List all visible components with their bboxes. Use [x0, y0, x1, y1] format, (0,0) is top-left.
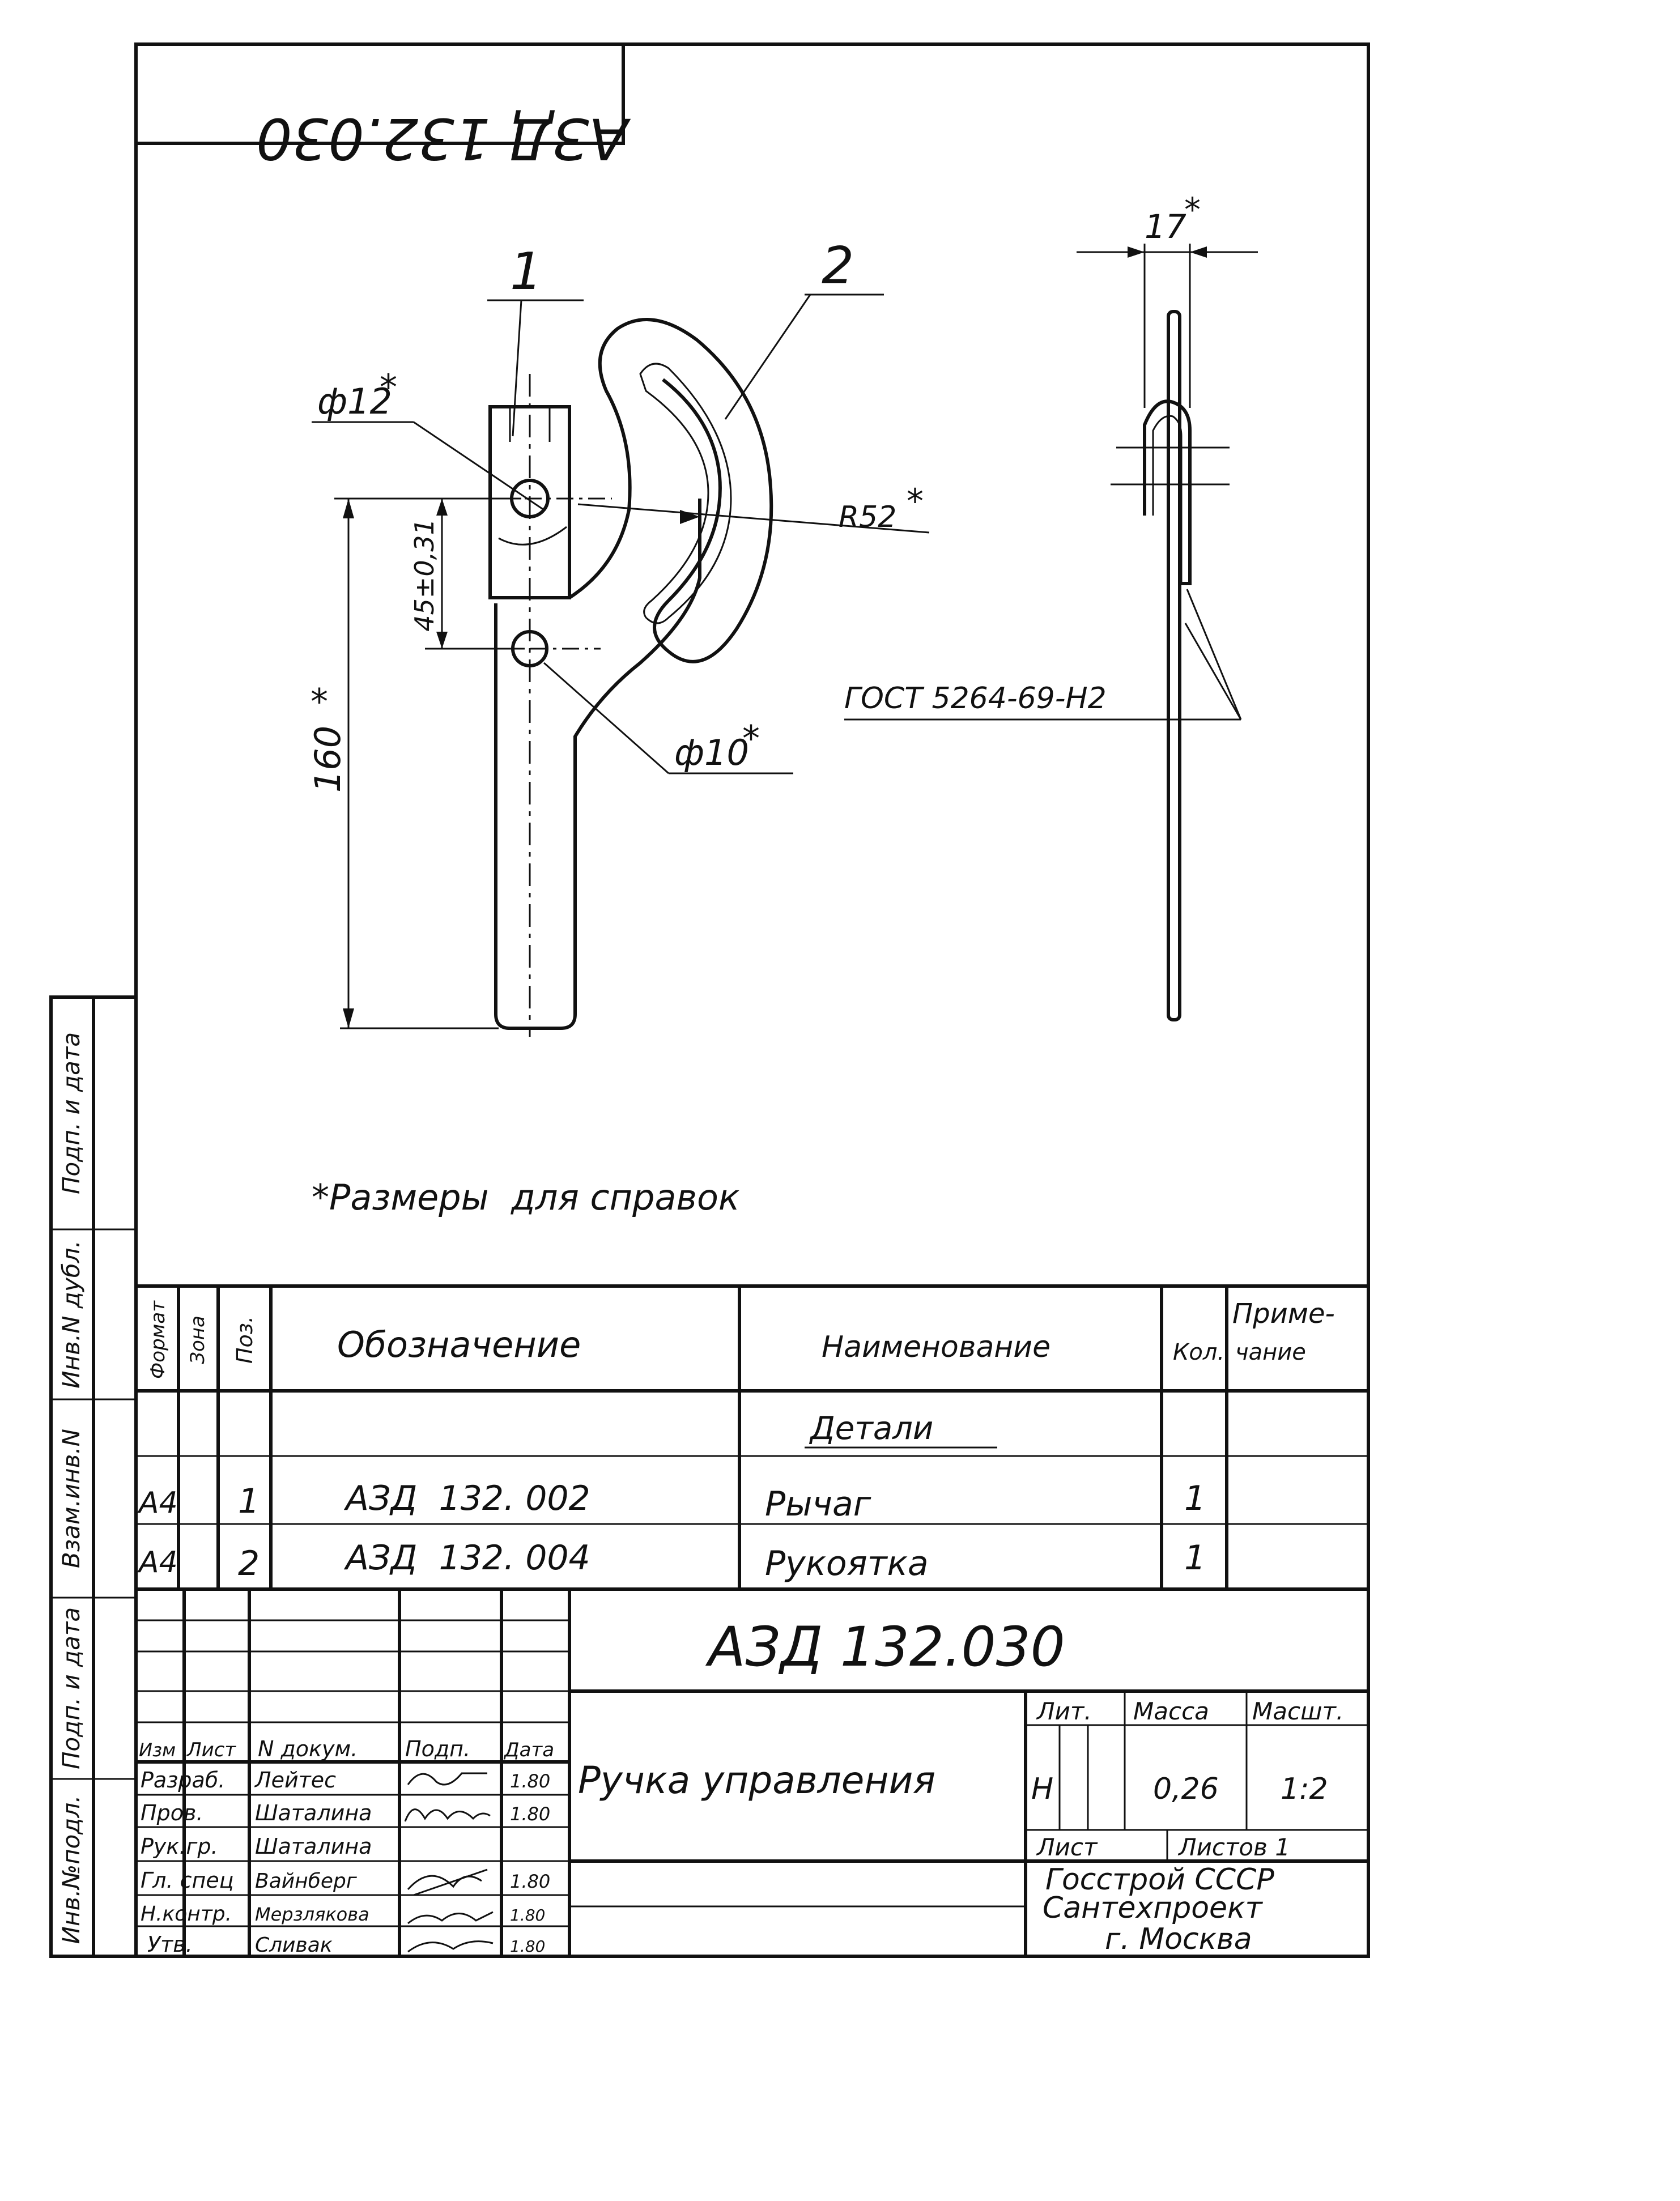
- role-3: Рук.гр.: [141, 1834, 218, 1859]
- org-line-3: г. Москва: [1105, 1922, 1252, 1956]
- dim-d10-label: ф10: [674, 732, 749, 773]
- gost-label: ГОСТ 5264-69-Н2: [844, 682, 1107, 716]
- massa-label: Масса: [1133, 1697, 1209, 1725]
- main-view-dimensions: 1 2 ф12 * R52 * 45±0,31 160 * ф10 *: [307, 236, 930, 1029]
- spec-header-format: Формат: [147, 1300, 169, 1379]
- spec-row-1-code: АЗД 132. 002: [343, 1479, 590, 1518]
- dim-d12-label: ф12: [317, 381, 392, 422]
- spec-row-1-qty: 1: [1184, 1479, 1206, 1518]
- title-col-data: Дата: [503, 1739, 554, 1761]
- masshtab-label: Масшт.: [1252, 1697, 1343, 1725]
- spec-row-2-format: А4: [137, 1546, 178, 1580]
- spec-row-2-qty: 1: [1184, 1538, 1206, 1578]
- role-5-date: 1.80: [510, 1906, 545, 1925]
- role-2-date: 1.80: [510, 1803, 550, 1825]
- side-view: 17 * ГОСТ 5264-69-Н2: [844, 190, 1258, 1021]
- title-col-podp: Подп.: [405, 1736, 470, 1761]
- spec-header-primechanie-1: Приме-: [1232, 1298, 1335, 1330]
- dim-d10-star: *: [742, 718, 760, 759]
- main-view: [488, 318, 773, 1037]
- spec-row-1-poz: 1: [238, 1481, 260, 1521]
- leader-2-label: 2: [822, 236, 854, 296]
- spec-row-2-code: АЗД 132. 004: [343, 1538, 590, 1578]
- org-line-2: Сантехпроект: [1043, 1891, 1263, 1925]
- role-1: Разраб.: [141, 1768, 225, 1793]
- lit-value: Н: [1031, 1772, 1053, 1806]
- side-label-vzam-inv: Взам.инв.N: [57, 1429, 85, 1568]
- role-4: Гл. спец: [141, 1868, 234, 1893]
- title-col-izm: Изм: [139, 1739, 176, 1761]
- dim-160-label: 160: [307, 726, 348, 793]
- title-block: АЗД 132.030 Ручка управления Изм Лист N …: [136, 1589, 1368, 1957]
- masshtab-value: 1:2: [1281, 1772, 1328, 1806]
- dim-17-label: 17: [1145, 207, 1186, 246]
- role-5-name: Мерзлякова: [255, 1904, 369, 1925]
- dim-17-star: *: [1184, 190, 1201, 229]
- org-line-1: Госстрой СССР: [1045, 1863, 1274, 1897]
- dim-r52-label: R52: [839, 500, 896, 534]
- spec-row-2-poz: 2: [238, 1544, 260, 1583]
- side-strip: Подп. и дата Инв.N дубл. Взам.инв.N Подп…: [49, 995, 138, 1958]
- hook-outline: [568, 318, 773, 663]
- title-col-list: Лист: [186, 1739, 236, 1761]
- role-6: Утв.: [147, 1932, 193, 1957]
- spec-header-poz: Поз.: [232, 1316, 257, 1364]
- dim-45-label: 45±0,31: [409, 518, 440, 632]
- list-label: Лист: [1036, 1833, 1098, 1861]
- code-stamp-text: АЗД 132.030: [256, 105, 631, 172]
- signatures: [404, 1772, 494, 1953]
- reference-note: *Размеры для справок: [312, 1177, 740, 1218]
- leader-1-label: 1: [510, 242, 542, 301]
- lit-label: Лит.: [1036, 1697, 1092, 1725]
- spec-header-zona: Зона: [186, 1316, 209, 1364]
- dim-r52-star: *: [907, 482, 924, 521]
- title-product-name: Ручка управления: [578, 1759, 935, 1802]
- spec-header-primechanie-2: чание: [1235, 1339, 1306, 1365]
- side-label-inv-dubl: Инв.N дубл.: [57, 1240, 85, 1389]
- spec-header-naimenovanie: Наименование: [822, 1330, 1050, 1364]
- spec-table: Формат Зона Поз. Обозначение Наименовани…: [136, 1284, 1368, 1591]
- role-1-date: 1.80: [510, 1770, 550, 1792]
- dim-160-star: *: [311, 681, 328, 722]
- role-4-name: Вайнберг: [255, 1870, 358, 1893]
- role-1-name: Лейтес: [254, 1768, 336, 1793]
- dim-d12-star: *: [380, 367, 397, 408]
- role-6-name: Сливак: [255, 1934, 333, 1957]
- side-label-podp-data-1: Подп. и дата: [57, 1032, 85, 1194]
- spec-row-1-format: А4: [137, 1486, 178, 1520]
- lever-outline: [494, 499, 701, 1030]
- listov-label: Листов 1: [1177, 1833, 1290, 1861]
- massa-value: 0,26: [1153, 1772, 1219, 1806]
- role-2: Пров.: [141, 1800, 203, 1825]
- role-4-date: 1.80: [510, 1871, 550, 1892]
- code-stamp: АЗД 132.030: [134, 42, 631, 172]
- title-code: АЗД 132.030: [705, 1615, 1065, 1679]
- role-6-date: 1.80: [510, 1937, 545, 1956]
- role-5: Н.контр.: [141, 1902, 232, 1926]
- spec-header-kol: Кол.: [1173, 1339, 1224, 1365]
- side-label-podp-data-2: Подп. и дата: [57, 1607, 85, 1769]
- spec-header-oboznachenie: Обозначение: [337, 1324, 581, 1365]
- side-label-inv-podl: Инв.№подл.: [57, 1795, 85, 1944]
- role-2-name: Шаталина: [255, 1800, 372, 1825]
- title-col-n-dokum: N докум.: [258, 1736, 358, 1761]
- spec-row-1-name: Рычаг: [765, 1484, 871, 1524]
- role-3-name: Шаталина: [255, 1834, 372, 1859]
- spec-section-title: Детали: [809, 1410, 933, 1447]
- spec-row-2-name: Рукоятка: [765, 1544, 929, 1583]
